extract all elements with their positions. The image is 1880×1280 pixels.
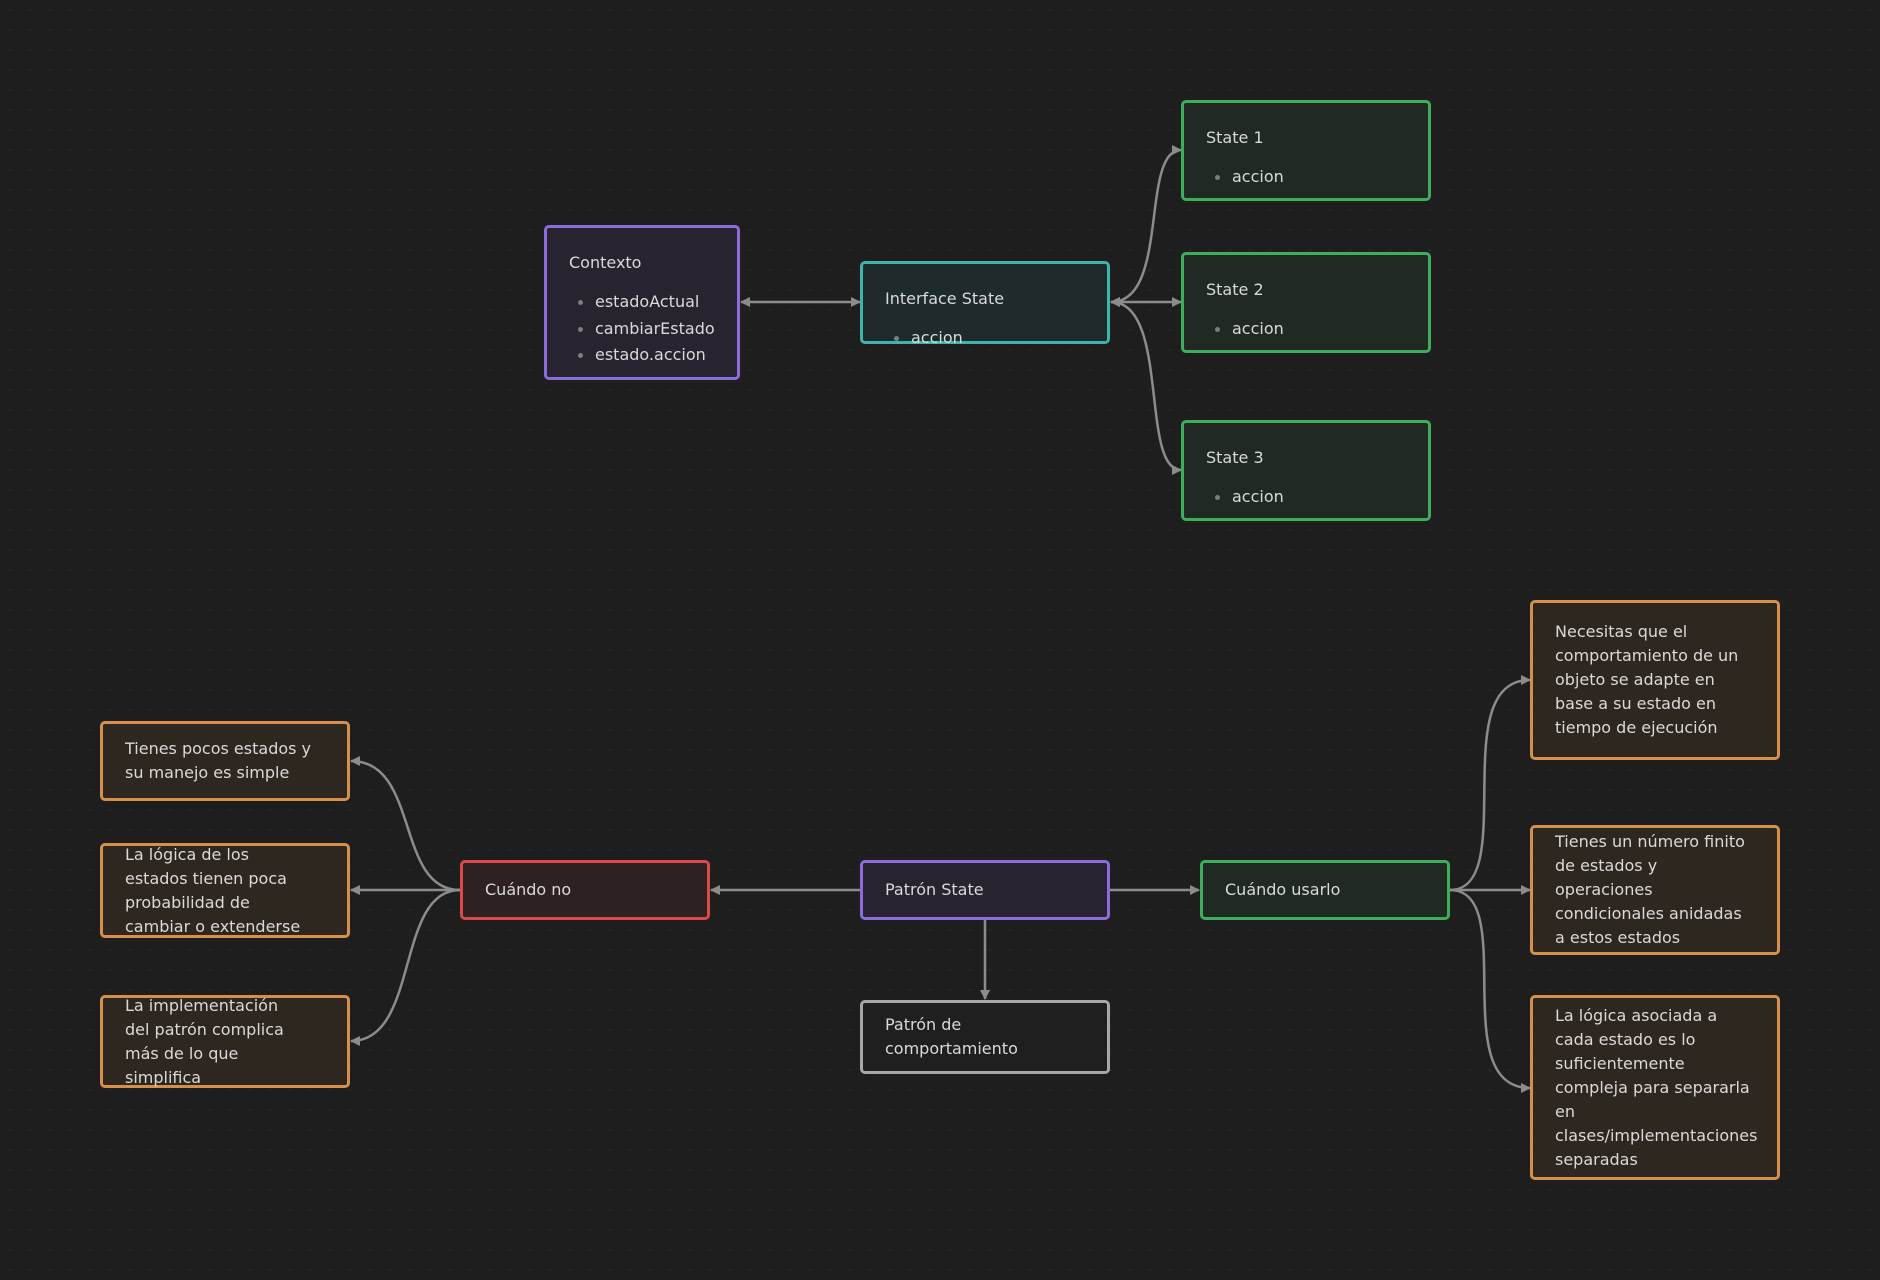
node-text: Necesitas que el comportamiento de un ob…	[1555, 622, 1739, 737]
node-cuando-usarlo[interactable]: Cuándo usarlo	[1200, 860, 1450, 920]
node-state-1[interactable]: State 1 accion	[1181, 100, 1431, 201]
member-item: accion	[894, 325, 1085, 352]
node-text: La lógica asociada a cada estado es lo s…	[1555, 1005, 1758, 1169]
node-label: Patrón de comportamiento	[885, 1015, 1018, 1058]
node-title: Contexto	[569, 253, 642, 272]
node-cuando-no-reason-1[interactable]: Tienes pocos estados y su manejo es simp…	[100, 721, 350, 801]
member-item: accion	[1215, 164, 1406, 191]
node-title: State 3	[1206, 448, 1264, 467]
member-list: estadoActual cambiarEstado estado.accion	[569, 289, 715, 369]
node-title: State 2	[1206, 280, 1264, 299]
member-list: accion	[885, 325, 1085, 352]
member-list: accion	[1206, 484, 1406, 511]
node-state-2[interactable]: State 2 accion	[1181, 252, 1431, 353]
node-cuando-no-reason-3[interactable]: La implementación del patrón complica má…	[100, 995, 350, 1088]
node-label: Patrón State	[885, 880, 984, 899]
node-text: Tienes pocos estados y su manejo es simp…	[125, 739, 312, 782]
member-item: estadoActual	[578, 289, 715, 316]
edge-cuando-usarlo-reason-3	[1449, 888, 1531, 1093]
member-item: cambiarEstado	[578, 316, 715, 343]
node-contexto[interactable]: Contexto estadoActual cambiarEstado esta…	[544, 225, 740, 380]
node-title: Interface State	[885, 289, 1005, 308]
edge-cuando-usarlo-reason-1	[1449, 675, 1531, 892]
node-label: Cuándo usarlo	[1225, 880, 1341, 899]
edge-cuando-no-reason-3	[350, 888, 461, 1046]
node-text: La implementación del patrón complica má…	[125, 995, 284, 1087]
node-cuando-usarlo-reason-1[interactable]: Necesitas que el comportamiento de un ob…	[1530, 600, 1780, 760]
edge-interface-state1	[1110, 145, 1182, 307]
node-state-3[interactable]: State 3 accion	[1181, 420, 1431, 521]
node-patron-comportamiento[interactable]: Patrón de comportamiento	[860, 1000, 1110, 1074]
edge-interface-state3	[1110, 297, 1182, 475]
member-list: accion	[1206, 316, 1406, 343]
node-patron-state[interactable]: Patrón State	[860, 860, 1110, 920]
node-cuando-usarlo-reason-2[interactable]: Tienes un número finito de estados y ope…	[1530, 825, 1780, 955]
member-item: accion	[1215, 484, 1406, 511]
node-label: Cuándo no	[485, 880, 572, 899]
node-interface-state[interactable]: Interface State accion	[860, 261, 1110, 347]
node-cuando-no[interactable]: Cuándo no	[460, 860, 710, 920]
node-text: La lógica de los estados tienen poca pro…	[125, 844, 301, 936]
node-title: State 1	[1206, 128, 1264, 147]
member-item: estado.accion	[578, 342, 715, 369]
node-text: Tienes un número finito de estados y ope…	[1555, 832, 1745, 947]
member-item: accion	[1215, 316, 1406, 343]
edge-cuando-no-reason-1	[350, 756, 461, 892]
node-cuando-no-reason-2[interactable]: La lógica de los estados tienen poca pro…	[100, 843, 350, 938]
node-cuando-usarlo-reason-3[interactable]: La lógica asociada a cada estado es lo s…	[1530, 995, 1780, 1180]
member-list: accion	[1206, 164, 1406, 191]
